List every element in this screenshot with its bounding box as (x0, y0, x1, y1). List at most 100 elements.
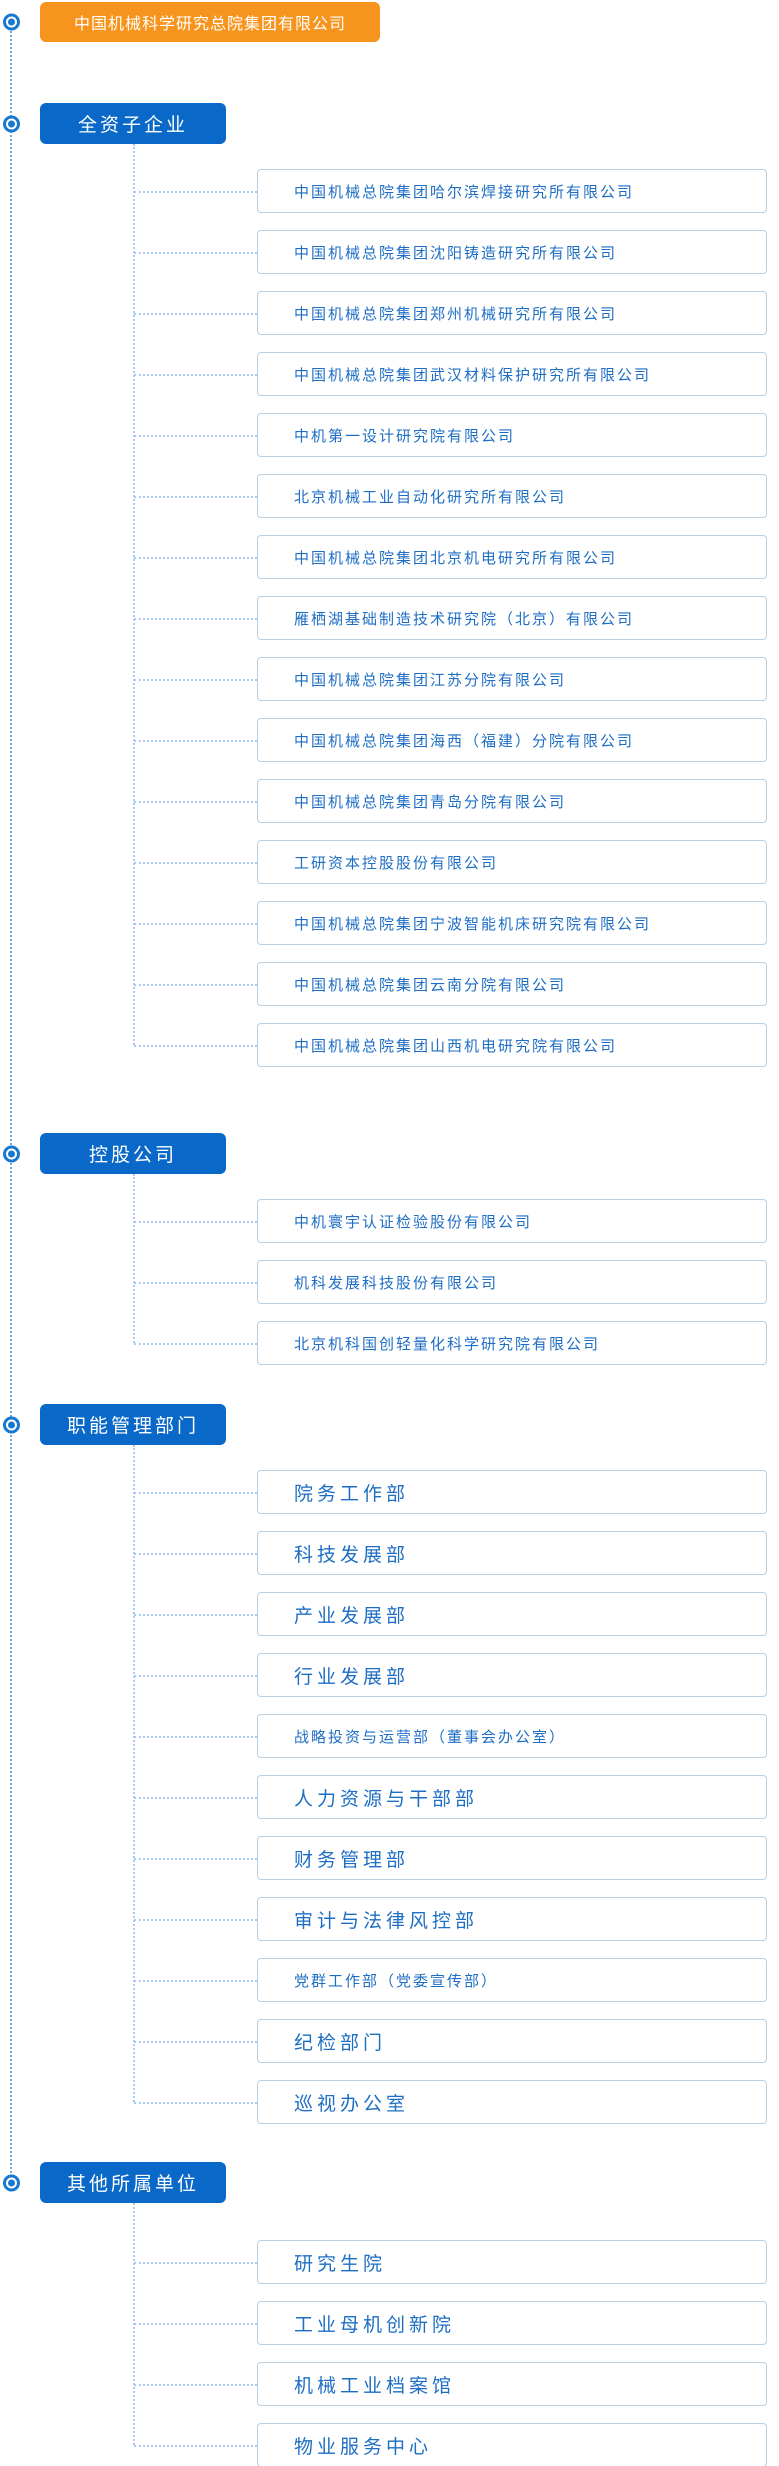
org-leaf-label: 中国机械总院集团青岛分院有限公司 (294, 793, 567, 811)
section-node-row: 职能管理部门 (0, 1404, 779, 1445)
org-leaf-label: 北京机械工业自动化研究所有限公司 (294, 488, 567, 506)
section-items: 院务工作部 科技发展部 产业发展部 行业发展部 战略投资与运营部（董事会办公室）… (0, 1445, 779, 2124)
org-leaf-label: 战略投资与运营部（董事会办公室） (294, 1728, 567, 1746)
org-leaf-label: 物业服务中心 (294, 2436, 433, 2458)
org-leaf-label: 北京机科国创轻量化科学研究院有限公司 (294, 1335, 601, 1353)
org-leaf-node[interactable]: 中国机械总院集团青岛分院有限公司 (134, 779, 767, 823)
org-leaf-label: 中国机械总院集团武汉材料保护研究所有限公司 (294, 366, 652, 384)
bullet-dot-icon (8, 1150, 15, 1157)
section-label: 其他所属单位 (66, 2174, 199, 2195)
root-node-label: 中国机械科学研究总院集团有限公司 (73, 16, 346, 33)
node-bullet-icon (3, 13, 20, 31)
section-label: 控股公司 (88, 1145, 177, 1166)
org-leaf-label: 科技发展部 (294, 1544, 410, 1566)
root-node-row: 中国机械科学研究总院集团有限公司 (0, 2, 779, 42)
org-leaf-label: 雁栖湖基础制造技术研究院（北京）有限公司 (294, 610, 635, 628)
section-node-row: 控股公司 (0, 1133, 779, 1174)
org-leaf-label: 机科发展科技股份有限公司 (294, 1274, 499, 1292)
org-leaf-node[interactable]: 中国机械总院集团江苏分院有限公司 (134, 657, 767, 701)
org-leaf-node[interactable]: 中国机械总院集团山西机电研究院有限公司 (134, 1023, 767, 1067)
section-label: 全资子企业 (77, 115, 188, 136)
section-label: 职能管理部门 (66, 1416, 199, 1437)
section: 其他所属单位 研究生院 工业母机创新院 机械工业档案馆 物业服务中心 (0, 2162, 779, 2466)
org-leaf-node[interactable]: 院务工作部 (134, 1470, 767, 1514)
section: 控股公司 中机寰宇认证检验股份有限公司 机科发展科技股份有限公司 北京机科国创轻… (0, 1133, 779, 1365)
org-leaf-label: 中国机械总院集团北京机电研究所有限公司 (294, 549, 618, 567)
section-node[interactable]: 其他所属单位 (40, 2162, 226, 2203)
tree-rail-line (10, 22, 12, 2181)
org-leaf-label: 中国机械总院集团宁波智能机床研究院有限公司 (294, 915, 652, 933)
org-leaf-node[interactable]: 雁栖湖基础制造技术研究院（北京）有限公司 (134, 596, 767, 640)
org-leaf-label: 中国机械总院集团海西（福建）分院有限公司 (294, 732, 635, 750)
org-leaf-node[interactable]: 北京机科国创轻量化科学研究院有限公司 (134, 1321, 767, 1365)
org-leaf-label: 中国机械总院集团云南分院有限公司 (294, 976, 567, 994)
section-node[interactable]: 全资子企业 (40, 103, 226, 144)
org-leaf-label: 中国机械总院集团哈尔滨焊接研究所有限公司 (294, 183, 635, 201)
bullet-dot-icon (8, 120, 15, 127)
org-leaf-label: 中国机械总院集团江苏分院有限公司 (294, 671, 567, 689)
section: 全资子企业 中国机械总院集团哈尔滨焊接研究所有限公司 中国机械总院集团沈阳铸造研… (0, 103, 779, 1067)
org-leaf-node[interactable]: 中国机械总院集团云南分院有限公司 (134, 962, 767, 1006)
org-leaf-node[interactable]: 中机寰宇认证检验股份有限公司 (134, 1199, 767, 1243)
bullet-dot-icon (8, 18, 15, 26)
root-node[interactable]: 中国机械科学研究总院集团有限公司 (40, 2, 380, 42)
org-leaf-label: 审计与法律风控部 (294, 1910, 479, 1932)
org-leaf-label: 院务工作部 (294, 1483, 410, 1505)
org-leaf-label: 中机第一设计研究院有限公司 (294, 427, 516, 445)
org-leaf-label: 巡视办公室 (294, 2093, 410, 2115)
org-leaf-node[interactable]: 物业服务中心 (134, 2423, 767, 2466)
org-leaf-label: 工业母机创新院 (294, 2314, 456, 2336)
org-leaf-label: 中国机械总院集团郑州机械研究所有限公司 (294, 305, 618, 323)
bullet-dot-icon (8, 1421, 15, 1428)
org-leaf-node[interactable]: 巡视办公室 (134, 2080, 767, 2124)
node-bullet-icon (3, 1416, 20, 1433)
org-leaf-label: 机械工业档案馆 (294, 2375, 456, 2397)
org-leaf-label: 中国机械总院集团山西机电研究院有限公司 (294, 1037, 618, 1055)
section-node-row: 其他所属单位 (0, 2162, 779, 2203)
org-leaf-node[interactable]: 中国机械总院集团海西（福建）分院有限公司 (134, 718, 767, 762)
org-leaf-label: 纪检部门 (294, 2032, 387, 2054)
org-leaf-node[interactable]: 北京机械工业自动化研究所有限公司 (134, 474, 767, 518)
org-leaf-label: 财务管理部 (294, 1849, 410, 1871)
org-leaf-label: 研究生院 (294, 2253, 387, 2275)
org-leaf-node[interactable]: 研究生院 (134, 2240, 767, 2284)
org-leaf-node[interactable]: 党群工作部（党委宣传部） (134, 1958, 767, 2002)
bullet-dot-icon (8, 2179, 15, 2186)
org-leaf-node[interactable]: 审计与法律风控部 (134, 1897, 767, 1941)
node-bullet-icon (3, 2174, 20, 2191)
org-leaf-node[interactable]: 工业母机创新院 (134, 2301, 767, 2345)
section-items: 中机寰宇认证检验股份有限公司 机科发展科技股份有限公司 北京机科国创轻量化科学研… (0, 1174, 779, 1365)
org-leaf-node[interactable]: 机械工业档案馆 (134, 2362, 767, 2406)
org-leaf-node[interactable]: 中国机械总院集团宁波智能机床研究院有限公司 (134, 901, 767, 945)
node-bullet-icon (3, 1145, 20, 1162)
org-leaf-label: 行业发展部 (294, 1666, 410, 1688)
org-leaf-node[interactable]: 战略投资与运营部（董事会办公室） (134, 1714, 767, 1758)
org-leaf-node[interactable]: 中国机械总院集团武汉材料保护研究所有限公司 (134, 352, 767, 396)
org-leaf-node[interactable]: 机科发展科技股份有限公司 (134, 1260, 767, 1304)
org-leaf-node[interactable]: 中国机械总院集团哈尔滨焊接研究所有限公司 (134, 169, 767, 213)
org-leaf-node[interactable]: 财务管理部 (134, 1836, 767, 1880)
org-leaf-label: 人力资源与干部部 (294, 1788, 479, 1810)
org-leaf-node[interactable]: 工研资本控股股份有限公司 (134, 840, 767, 884)
org-leaf-node[interactable]: 中国机械总院集团沈阳铸造研究所有限公司 (134, 230, 767, 274)
section: 职能管理部门 院务工作部 科技发展部 产业发展部 行业发展部 战略投资与运营部（… (0, 1404, 779, 2124)
org-leaf-node[interactable]: 中国机械总院集团北京机电研究所有限公司 (134, 535, 767, 579)
sections-container: 全资子企业 中国机械总院集团哈尔滨焊接研究所有限公司 中国机械总院集团沈阳铸造研… (0, 103, 779, 2466)
section-items: 研究生院 工业母机创新院 机械工业档案馆 物业服务中心 (0, 2203, 779, 2466)
node-bullet-icon (3, 115, 20, 132)
org-leaf-node[interactable]: 纪检部门 (134, 2019, 767, 2063)
section-node[interactable]: 控股公司 (40, 1133, 226, 1174)
org-leaf-label: 党群工作部（党委宣传部） (294, 1972, 499, 1990)
section-items: 中国机械总院集团哈尔滨焊接研究所有限公司 中国机械总院集团沈阳铸造研究所有限公司… (0, 144, 779, 1067)
org-leaf-node[interactable]: 行业发展部 (134, 1653, 767, 1697)
org-leaf-label: 工研资本控股股份有限公司 (294, 854, 499, 872)
org-leaf-node[interactable]: 中国机械总院集团郑州机械研究所有限公司 (134, 291, 767, 335)
org-leaf-node[interactable]: 产业发展部 (134, 1592, 767, 1636)
section-node[interactable]: 职能管理部门 (40, 1404, 226, 1445)
org-leaf-node[interactable]: 科技发展部 (134, 1531, 767, 1575)
org-leaf-label: 中机寰宇认证检验股份有限公司 (294, 1213, 533, 1231)
org-leaf-node[interactable]: 中机第一设计研究院有限公司 (134, 413, 767, 457)
org-leaf-label: 产业发展部 (294, 1605, 410, 1627)
org-leaf-node[interactable]: 人力资源与干部部 (134, 1775, 767, 1819)
